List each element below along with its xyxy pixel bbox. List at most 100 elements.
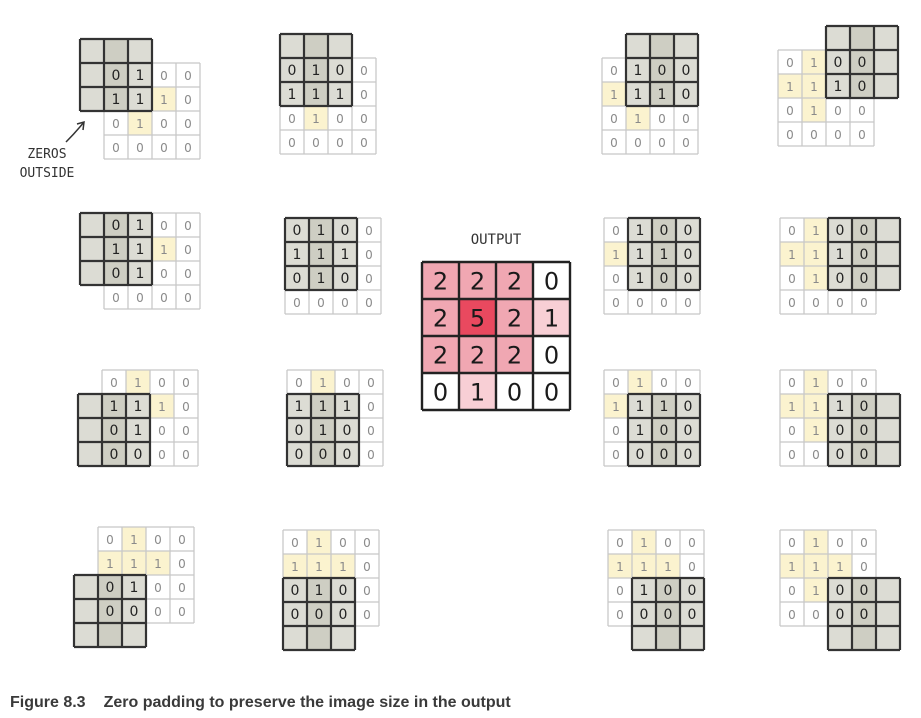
image-cell-value: 0 (360, 112, 368, 126)
image-cell-value: 1 (640, 560, 648, 574)
image-cell-value: 0 (367, 424, 375, 438)
caption-number: Figure 8.3 (10, 694, 86, 711)
image-cell-value: 0 (612, 272, 620, 286)
image-cell-value: 0 (360, 64, 368, 78)
image-cell-value: 1 (315, 583, 324, 599)
image-cell-value: 0 (786, 128, 794, 142)
annotation-arrow (65, 121, 85, 143)
output-cell (533, 373, 570, 410)
image-cell-value: 1 (291, 560, 299, 574)
image-highlight-cell (307, 530, 331, 554)
image-cell-value: 0 (616, 584, 624, 598)
image-cell-value: 1 (293, 247, 302, 263)
image-cell-value: 0 (293, 223, 302, 239)
image-cell-value: 0 (688, 536, 696, 550)
kernel-shade (307, 578, 331, 650)
image-cell-value: 0 (363, 560, 371, 574)
image-cell-value: 0 (158, 448, 166, 462)
image-cell-value: 0 (341, 223, 350, 239)
image-cell-value: 0 (812, 296, 820, 310)
image-cell-value: 0 (860, 423, 869, 439)
image-cell-value: 0 (788, 536, 796, 550)
image-cell-value: 0 (184, 93, 192, 107)
image-cell-value: 0 (684, 399, 693, 415)
image-cell-value: 1 (160, 243, 168, 257)
image-cell-value: 0 (363, 608, 371, 622)
image-cell-value: 0 (664, 583, 673, 599)
image-cell-value: 0 (858, 104, 866, 118)
image-cell-value: 0 (343, 447, 352, 463)
image-cell-value: 1 (810, 56, 818, 70)
image-cell-value: 0 (612, 424, 620, 438)
output-cell-value: 5 (470, 305, 485, 333)
image-cell-value: 1 (812, 560, 820, 574)
image-cell-value: 0 (788, 584, 796, 598)
image-cell-value: 0 (343, 423, 352, 439)
image-cell-value: 0 (812, 608, 820, 622)
image-cell-value: 0 (684, 296, 692, 310)
image-cell-value: 1 (319, 399, 328, 415)
image-cell-value: 0 (788, 224, 796, 238)
kernel-shade (311, 394, 335, 466)
image-cell-value: 0 (858, 79, 867, 95)
image-cell-value: 0 (788, 424, 796, 438)
image-cell-value: 0 (684, 447, 693, 463)
image-cell-value: 0 (860, 376, 868, 390)
image-cell-value: 0 (136, 141, 144, 155)
image-cell-value: 0 (682, 136, 690, 150)
output-cell-value: 0 (507, 379, 522, 407)
image-cell-value: 0 (341, 271, 350, 287)
image-cell-value: 0 (834, 128, 842, 142)
image-cell-value: 0 (136, 291, 144, 305)
image-cell-value: 0 (658, 63, 667, 79)
image-cell-value: 0 (360, 88, 368, 102)
image-cell-value: 0 (288, 136, 296, 150)
image-cell-value: 0 (365, 224, 373, 238)
image-highlight-cell (307, 554, 331, 578)
image-cell-value: 0 (336, 136, 344, 150)
image-cell-value: 1 (612, 248, 620, 262)
image-cell-value: 1 (812, 400, 820, 414)
image-cell-value: 0 (336, 112, 344, 126)
image-cell-value: 0 (860, 583, 869, 599)
image-cell-value: 1 (636, 247, 645, 263)
image-highlight-cell (152, 87, 176, 111)
image-cell-value: 0 (363, 536, 371, 550)
image-cell-value: 0 (860, 560, 868, 574)
image-cell-value: 0 (288, 112, 296, 126)
kernel-shade (104, 39, 128, 111)
image-cell-value: 0 (339, 583, 348, 599)
image-cell-value: 1 (812, 272, 820, 286)
annotation-arrowhead (76, 120, 85, 131)
image-cell-value: 0 (367, 376, 375, 390)
image-cell-value: 0 (112, 117, 120, 131)
image-cell-value: 1 (634, 112, 642, 126)
image-highlight-cell (311, 370, 335, 394)
kernel-shade (652, 394, 676, 466)
image-cell-value: 0 (339, 607, 348, 623)
image-cell-value: 0 (836, 423, 845, 439)
image-cell-value: 1 (836, 247, 845, 263)
image-cell-value: 0 (610, 64, 618, 78)
output-cell (533, 336, 570, 373)
image-cell-value: 1 (336, 87, 345, 103)
image-cell-value: 1 (315, 560, 323, 574)
image-cell-value: 0 (112, 218, 121, 234)
image-cell-value: 1 (312, 63, 321, 79)
image-highlight-cell (780, 394, 804, 418)
kernel-shade (304, 34, 328, 106)
kernel-shade (104, 213, 128, 285)
image-cell-value: 0 (834, 55, 843, 71)
image-cell-value: 1 (640, 583, 649, 599)
image-cell-value: 1 (295, 399, 304, 415)
image-cell-value: 0 (836, 447, 845, 463)
image-highlight-cell (150, 394, 174, 418)
image-highlight-cell (804, 218, 828, 242)
image-cell-value: 0 (110, 423, 119, 439)
image-cell-value: 0 (184, 267, 192, 281)
image-highlight-cell (802, 98, 826, 122)
image-cell-value: 1 (136, 266, 145, 282)
